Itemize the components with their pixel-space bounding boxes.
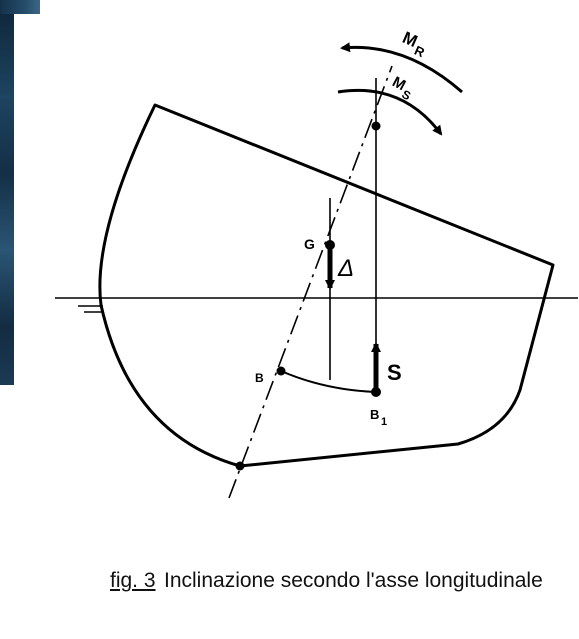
background-sea-photo-top: [0, 0, 40, 14]
label-moment-righting: M: [400, 28, 421, 51]
background-sea-photo: [0, 0, 14, 385]
buoyancy-point-b1: [371, 387, 381, 397]
metacenter-point: [371, 121, 381, 131]
heeling-moment-arrow: [337, 88, 443, 136]
label-buoyancy-b: B: [255, 371, 264, 385]
keel-point: [235, 461, 245, 471]
figure-number: fig. 3: [110, 569, 156, 592]
figure-caption-text: Inclinazione secondo l'asse longitudinal…: [164, 569, 543, 592]
hull-outline: [98, 103, 555, 468]
label-displacement: Δ: [337, 255, 354, 282]
label-thrust: S: [387, 360, 402, 385]
buoyancy-point-b: [276, 366, 286, 376]
righting-moment-arrow: [340, 42, 463, 94]
buoyancy-locus-curve: [280, 370, 377, 393]
label-buoyancy-b1-sub: 1: [381, 416, 387, 428]
label-gravity: G: [304, 236, 315, 252]
figure-frame: [14, 14, 579, 639]
gravity-point: [325, 240, 335, 250]
inclined-axis: [228, 65, 393, 499]
label-buoyancy-b1: B: [370, 407, 379, 422]
